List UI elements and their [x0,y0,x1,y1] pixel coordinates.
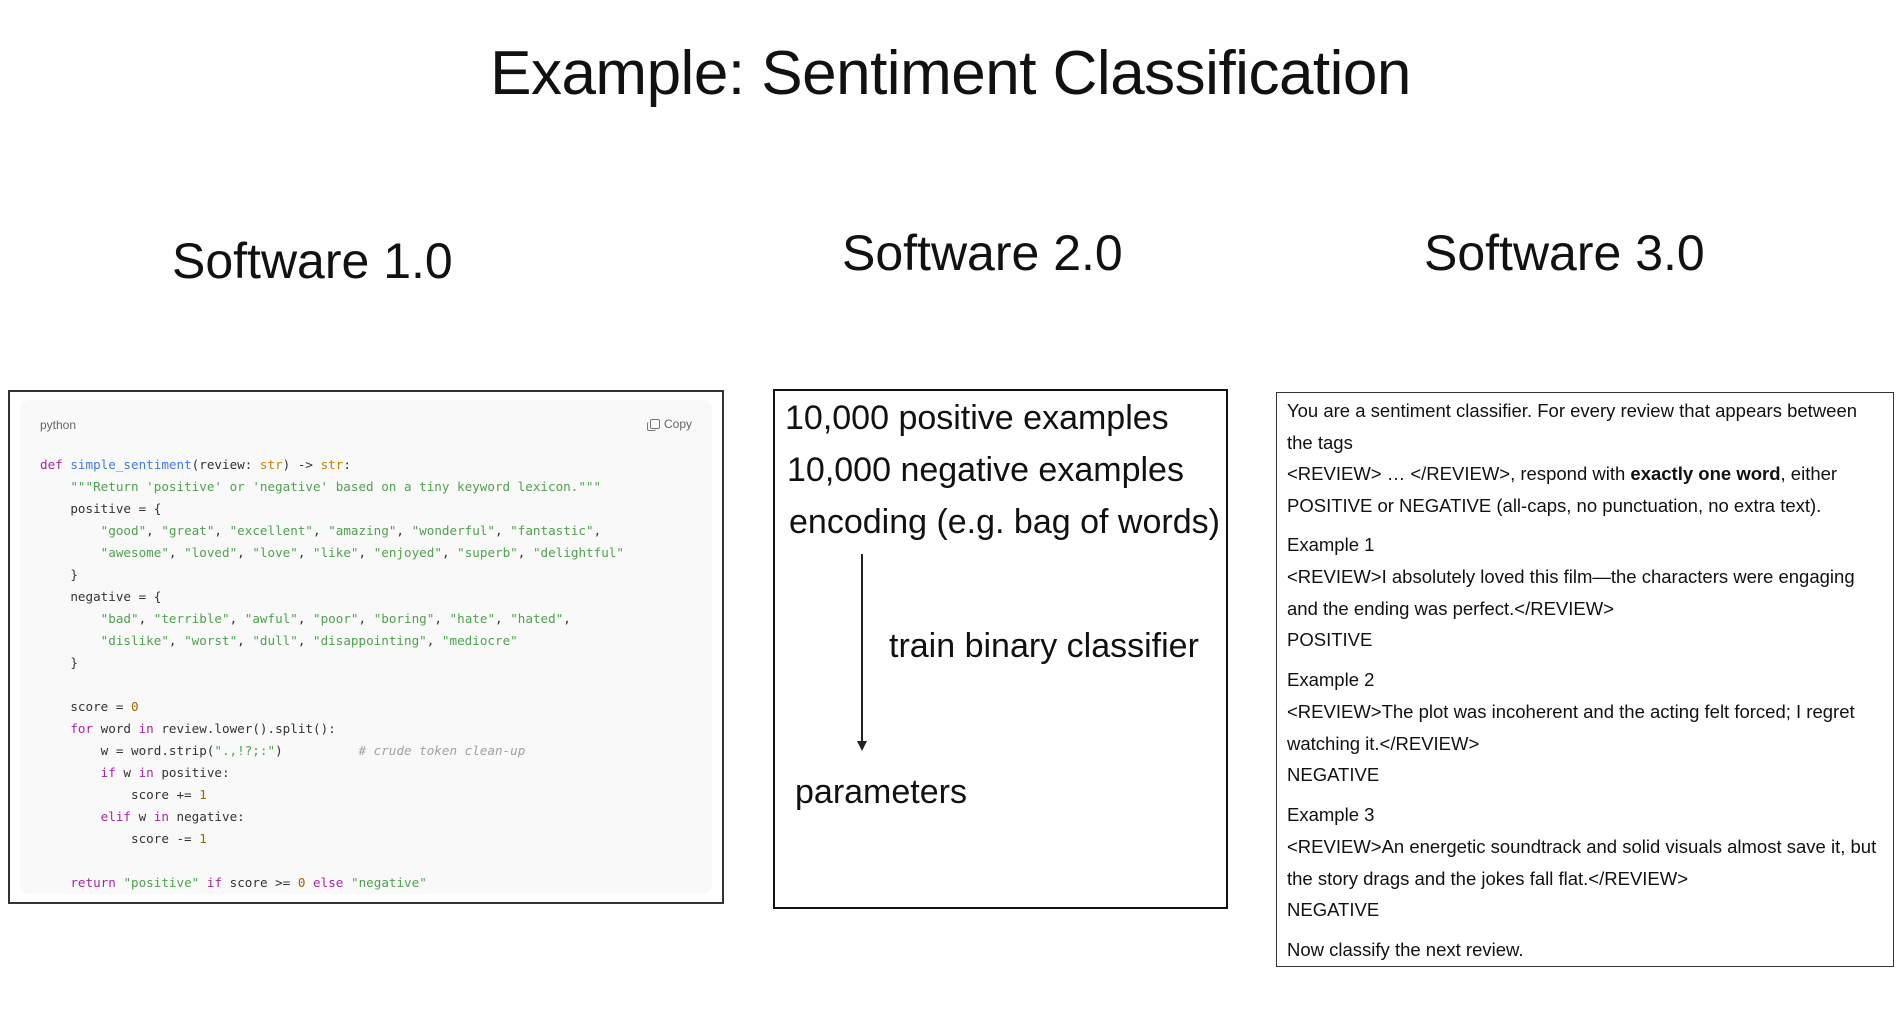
software-2-panel: 10,000 positive examples 10,000 negative… [773,389,1228,909]
example-3-answer: NEGATIVE [1287,899,1380,920]
example-1-review: <REVIEW>I absolutely loved this film—the… [1287,566,1855,619]
train-arrow-head [857,741,867,751]
prompt-instruction: <REVIEW> … </REVIEW>, respond with exact… [1287,463,1838,484]
train-label: train binary classifier [889,627,1199,665]
positive-examples-text: 10,000 positive examples [785,399,1169,437]
copy-label: Copy [663,417,692,431]
code-panel: python Copy def simple_sentiment(review:… [8,390,724,904]
prompt-intro: You are a sentiment classifier. For ever… [1287,400,1858,453]
example-2-review: <REVIEW>The plot was incoherent and the … [1287,701,1855,754]
code-block: python Copy def simple_sentiment(review:… [20,400,712,894]
code-language-label: python [40,418,77,432]
heading-software-3: Software 3.0 [1424,225,1705,281]
page-title: Example: Sentiment Classification [490,39,1411,108]
heading-software-1: Software 1.0 [172,233,453,289]
heading-software-2: Software 2.0 [842,225,1123,281]
parameters-text: parameters [795,773,967,811]
example-2-label: Example 2 [1287,669,1375,690]
encoding-text: encoding (e.g. bag of words) [789,503,1220,541]
prompt-format: POSITIVE or NEGATIVE (all-caps, no punct… [1287,495,1822,516]
train-arrow-shaft [861,554,863,744]
example-1-label: Example 1 [1287,534,1375,555]
prompt-closing: Now classify the next review. [1287,939,1524,960]
code-text: def simple_sentiment(review: str) -> str… [40,457,624,890]
copy-icon [646,419,660,431]
prompt-panel: You are a sentiment classifier. For ever… [1276,392,1894,967]
bold-emphasis: exactly one word [1630,463,1781,484]
example-1-answer: POSITIVE [1287,629,1373,650]
example-3-label: Example 3 [1287,804,1375,825]
copy-button[interactable]: Copy [646,417,692,431]
negative-examples-text: 10,000 negative examples [787,451,1184,489]
example-2-answer: NEGATIVE [1287,764,1380,785]
example-3-review: <REVIEW>An energetic soundtrack and soli… [1287,836,1877,889]
